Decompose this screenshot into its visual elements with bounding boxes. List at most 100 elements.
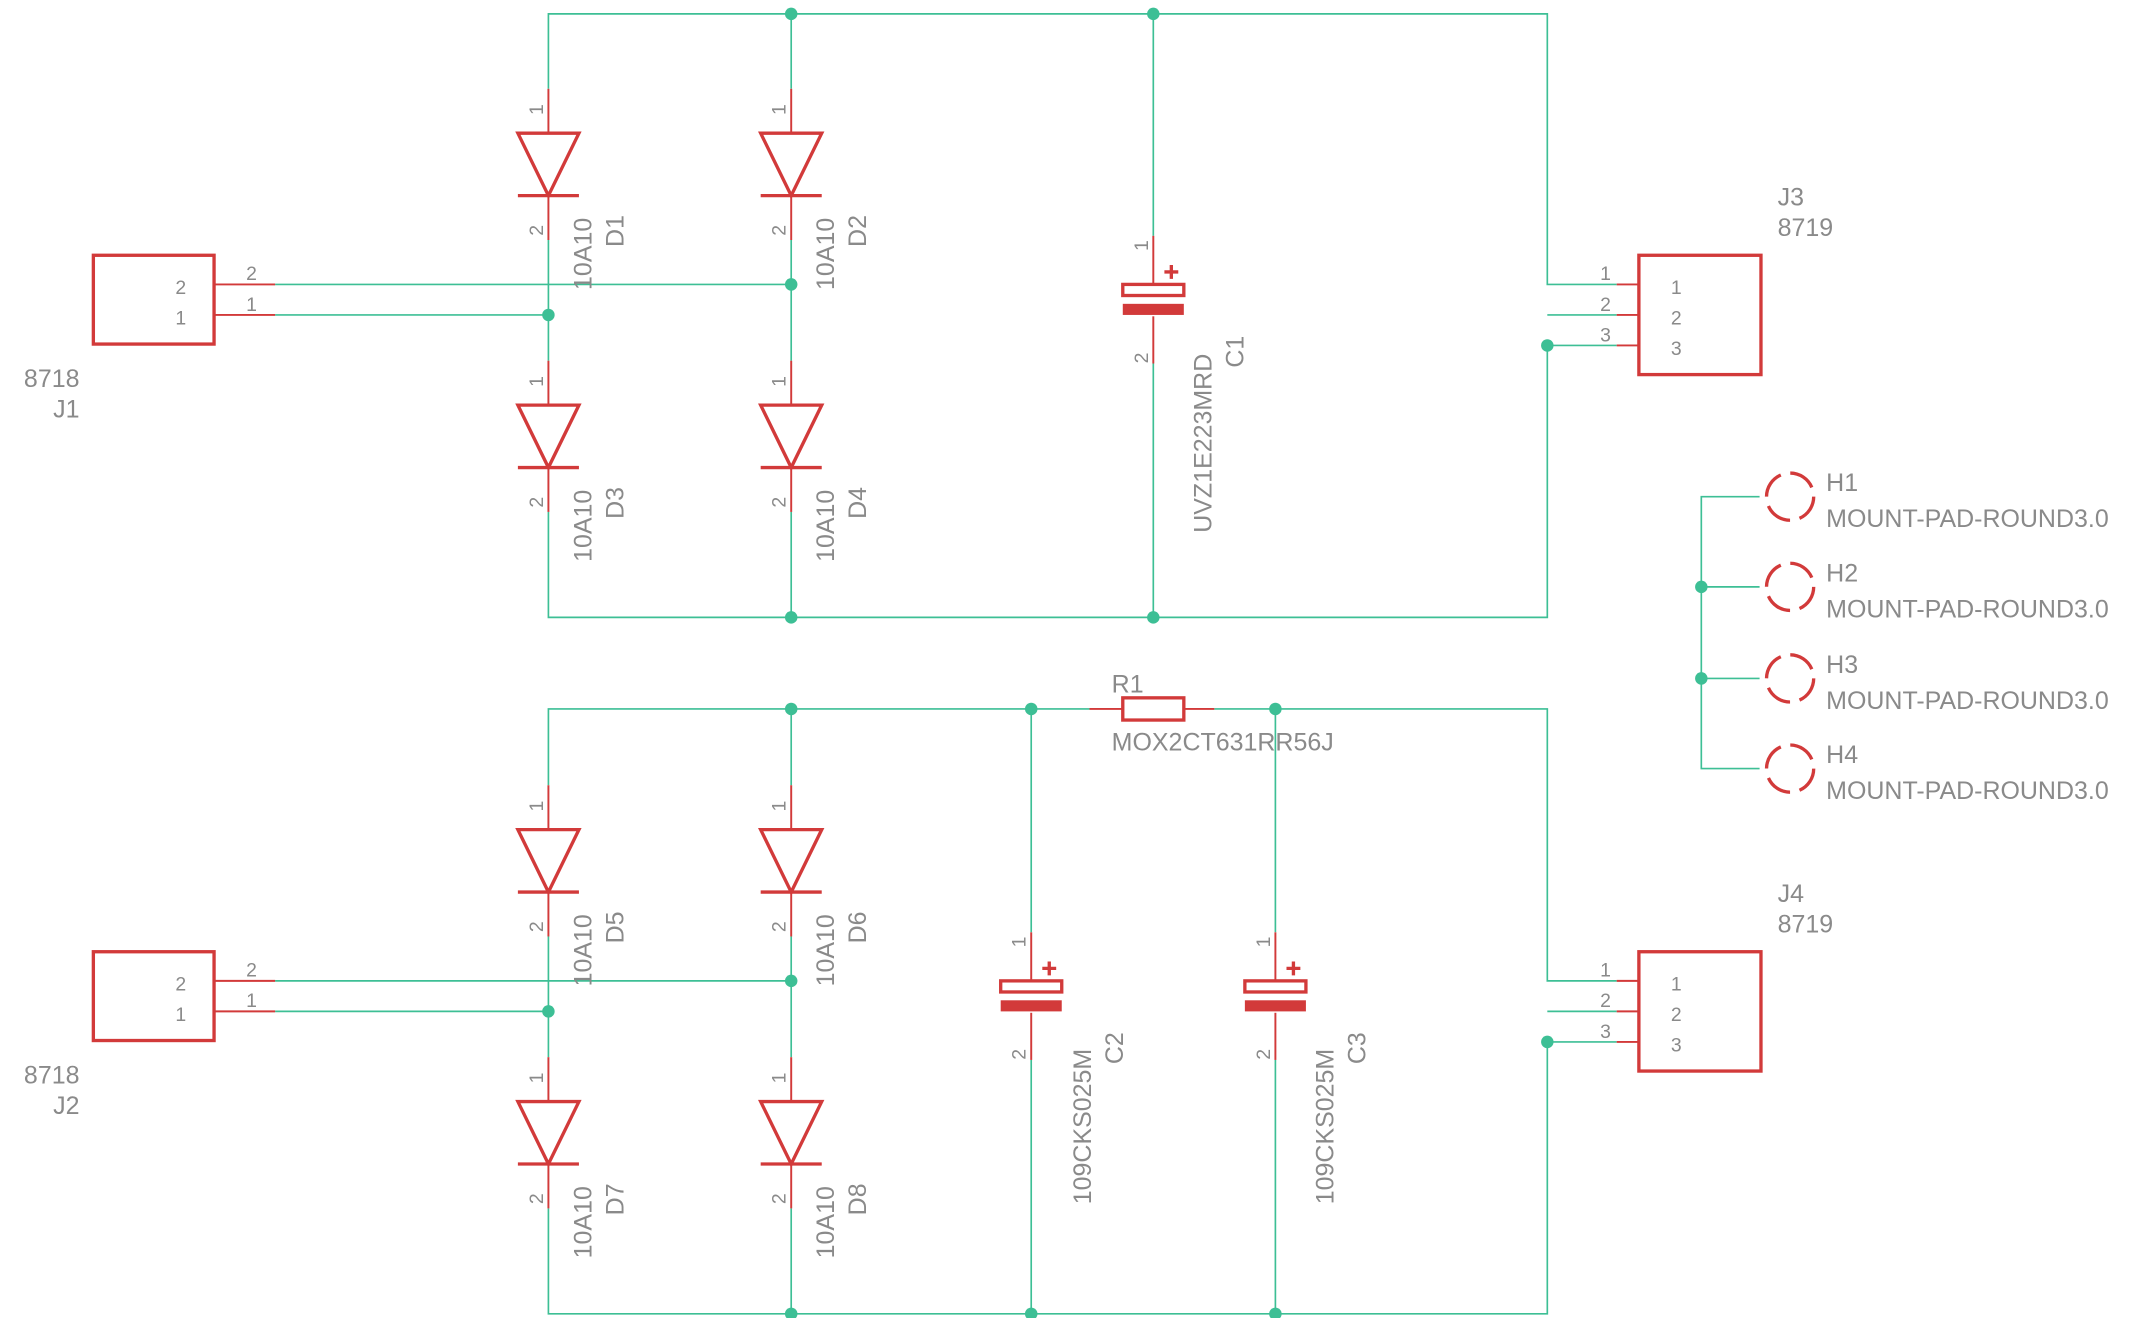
pin-number: 1 bbox=[1671, 277, 1682, 299]
junction-dot bbox=[784, 702, 798, 716]
junction-dot bbox=[1147, 611, 1160, 624]
mount-hole-value: MOUNT-PAD-ROUND3.0 bbox=[1826, 687, 2109, 715]
junctions bbox=[542, 7, 1708, 1318]
pin-number: 1 bbox=[1131, 240, 1153, 251]
diode-d5[interactable]: 1 2 10A10 D5 bbox=[515, 785, 629, 986]
junction-dot bbox=[1541, 339, 1554, 352]
pin-number: 2 bbox=[175, 277, 186, 299]
diode-name: D6 bbox=[844, 911, 872, 943]
pin-number: 2 bbox=[175, 974, 186, 996]
pin-number: 2 bbox=[769, 497, 791, 508]
diode-name: D8 bbox=[844, 1183, 872, 1215]
resistor-r1[interactable]: R1 MOX2CT631RR56J bbox=[1089, 670, 1334, 757]
pin-number: 1 bbox=[526, 801, 548, 812]
pin-number: 1 bbox=[769, 376, 791, 387]
connector-value: 8718 bbox=[24, 1062, 80, 1090]
diode-d8[interactable]: 1 2 10A10 D8 bbox=[758, 1057, 872, 1258]
pin-number: 3 bbox=[1671, 338, 1682, 360]
mount-hole-h2[interactable]: H2 MOUNT-PAD-ROUND3.0 bbox=[1764, 559, 2109, 623]
pin-number: 2 bbox=[526, 225, 548, 236]
mount-pad-icon bbox=[1764, 743, 1816, 794]
diode-d2[interactable]: 1 2 10A10 D2 bbox=[758, 88, 872, 290]
pin-number: 2 bbox=[1131, 353, 1153, 364]
mount-hole-name: H3 bbox=[1826, 651, 1858, 679]
junction-dot bbox=[784, 974, 798, 988]
pin-number: 2 bbox=[246, 960, 257, 982]
wires-mount bbox=[1700, 495, 1760, 770]
junction-dot bbox=[1147, 7, 1160, 21]
pin-number: 3 bbox=[1671, 1035, 1682, 1057]
capacitor-value: 109CKS025M bbox=[1312, 1049, 1340, 1204]
pin-number: 2 bbox=[1671, 1004, 1682, 1026]
mount-pad-icon bbox=[1764, 653, 1816, 704]
mount-hole-h3[interactable]: H3 MOUNT-PAD-ROUND3.0 bbox=[1764, 651, 2109, 715]
diode-d1[interactable]: 1 2 10A10 D1 bbox=[515, 88, 629, 290]
junction-dot bbox=[1024, 702, 1038, 716]
pin-number: 1 bbox=[175, 1004, 186, 1026]
junction-dot bbox=[784, 611, 798, 624]
diode-d4[interactable]: 1 2 10A10 D4 bbox=[758, 360, 872, 562]
diode-d6[interactable]: 1 2 10A10 D6 bbox=[758, 785, 872, 986]
junction-dot bbox=[542, 1005, 555, 1018]
capacitor-c3[interactable]: 1 2 109CKS025M C3 bbox=[1243, 932, 1372, 1204]
connector-j3[interactable]: 1 2 3 1 2 3 J3 8719 bbox=[1600, 183, 1834, 377]
pin-number: 1 bbox=[1600, 263, 1611, 285]
mount-hole-value: MOUNT-PAD-ROUND3.0 bbox=[1826, 777, 2109, 805]
capacitor-c1[interactable]: 1 2 UVZ1E223MRD C1 bbox=[1121, 235, 1250, 533]
pin-number: 2 bbox=[1600, 990, 1611, 1012]
junction-dot bbox=[1269, 1307, 1282, 1318]
diode-value: 10A10 bbox=[812, 914, 840, 986]
diode-value: 10A10 bbox=[812, 490, 840, 562]
pin-number: 2 bbox=[1600, 294, 1611, 316]
mount-hole-value: MOUNT-PAD-ROUND3.0 bbox=[1826, 595, 2109, 623]
diode-value: 10A10 bbox=[812, 218, 840, 290]
diode-name: D4 bbox=[844, 487, 872, 519]
connector-value: 8718 bbox=[24, 365, 80, 393]
diode-value: 10A10 bbox=[812, 1186, 840, 1258]
mount-hole-value: MOUNT-PAD-ROUND3.0 bbox=[1826, 505, 2109, 533]
wires-bottom bbox=[275, 708, 1617, 1315]
connector-j1[interactable]: 2 1 2 1 8718 J1 bbox=[24, 253, 276, 424]
diode-d7[interactable]: 1 2 10A10 D7 bbox=[515, 1057, 629, 1258]
connector-j4[interactable]: 1 2 3 1 2 3 J4 8719 bbox=[1600, 880, 1834, 1073]
pin-number: 1 bbox=[246, 294, 257, 316]
junction-dot bbox=[1024, 1307, 1038, 1318]
connector-value: 8719 bbox=[1778, 910, 1834, 938]
pin-number: 2 bbox=[526, 1193, 548, 1204]
junction-dot bbox=[1695, 672, 1708, 685]
mount-hole-h1[interactable]: H1 MOUNT-PAD-ROUND3.0 bbox=[1764, 469, 2109, 533]
connector-name: J2 bbox=[53, 1092, 79, 1120]
junction-dot bbox=[1269, 702, 1282, 716]
pin-number: 1 bbox=[526, 376, 548, 387]
pin-number: 1 bbox=[769, 801, 791, 812]
connector-name: J3 bbox=[1778, 183, 1804, 211]
mount-hole-name: H4 bbox=[1826, 741, 1858, 769]
pin-number: 1 bbox=[1009, 937, 1031, 948]
connector-value: 8719 bbox=[1778, 214, 1834, 242]
capacitor-name: C2 bbox=[1101, 1032, 1129, 1064]
pin-number: 2 bbox=[526, 921, 548, 932]
diode-d3[interactable]: 1 2 10A10 D3 bbox=[515, 360, 629, 562]
diode-name: D2 bbox=[844, 215, 872, 247]
capacitor-value: UVZ1E223MRD bbox=[1190, 354, 1218, 533]
diode-value: 10A10 bbox=[569, 490, 597, 562]
mount-hole-h4[interactable]: H4 MOUNT-PAD-ROUND3.0 bbox=[1764, 741, 2109, 805]
mount-hole-name: H2 bbox=[1826, 559, 1858, 587]
diode-name: D3 bbox=[601, 487, 629, 519]
capacitor-value: 109CKS025M bbox=[1069, 1049, 1097, 1204]
pin-number: 1 bbox=[1253, 937, 1275, 948]
connector-j2[interactable]: 2 1 2 1 8718 J2 bbox=[24, 950, 276, 1120]
junction-dot bbox=[542, 308, 555, 322]
pin-number: 1 bbox=[175, 308, 186, 330]
pin-number: 3 bbox=[1600, 1021, 1611, 1043]
capacitor-c2[interactable]: 1 2 109CKS025M C2 bbox=[999, 932, 1129, 1204]
junction-dot bbox=[784, 1307, 798, 1318]
pin-number: 2 bbox=[769, 921, 791, 932]
pin-number: 2 bbox=[1253, 1049, 1275, 1060]
pin-number: 2 bbox=[769, 225, 791, 236]
pin-number: 1 bbox=[769, 1073, 791, 1084]
pin-number: 1 bbox=[526, 1073, 548, 1084]
mount-hole-name: H1 bbox=[1826, 469, 1858, 497]
connector-name: J1 bbox=[53, 396, 79, 424]
